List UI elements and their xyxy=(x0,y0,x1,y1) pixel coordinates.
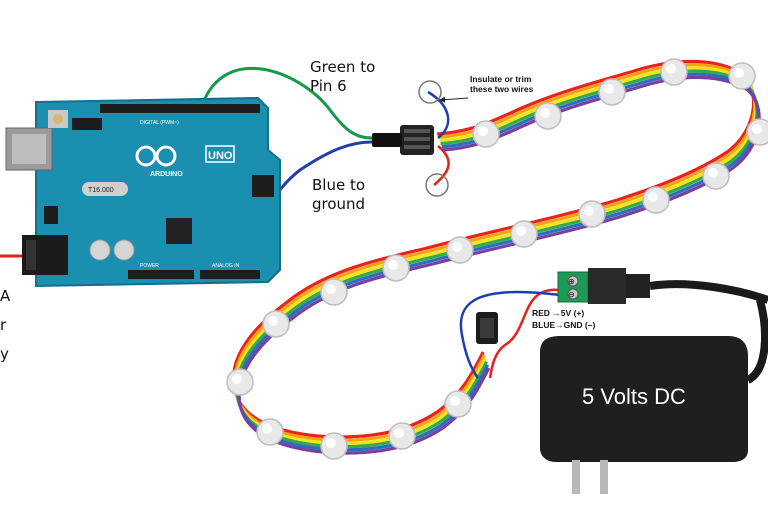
arduino-digital-text: DIGITAL (PWM~) xyxy=(140,120,179,126)
plug-prong-left xyxy=(572,460,580,494)
led-highlight xyxy=(452,242,462,252)
led-highlight xyxy=(516,226,526,236)
blue-trim-wire xyxy=(427,90,450,139)
arduino-board xyxy=(5,96,281,288)
led-highlight xyxy=(478,126,488,136)
plug-prong-right xyxy=(600,460,608,494)
led-highlight xyxy=(450,396,460,406)
arduino-brand-text: ARDUINO xyxy=(150,171,183,178)
led-highlight xyxy=(666,64,676,74)
green-signal-wire xyxy=(198,66,373,140)
led-highlight xyxy=(232,374,242,384)
blue-psu-wire xyxy=(459,290,561,379)
arduino-analog-text: ANALOG IN xyxy=(212,263,240,269)
led-highlight xyxy=(584,206,594,216)
left-partial-line-3: y xyxy=(0,345,9,363)
led-highlight xyxy=(648,192,658,202)
left-partial-label: A r y xyxy=(0,282,10,369)
strip-end-connector xyxy=(476,312,498,344)
power-header xyxy=(128,270,194,279)
jst-connector xyxy=(372,125,434,155)
left-partial-line-2: r xyxy=(0,316,7,334)
blue-to-ground-line-2: ground xyxy=(312,195,366,213)
blue-to-ground-line-1: Blue to xyxy=(312,176,366,194)
insulate-line-2: these two wires xyxy=(470,84,534,94)
dc-screw-terminal xyxy=(557,268,768,304)
led-highlight xyxy=(268,316,278,326)
green-to-pin-line-2: Pin 6 xyxy=(310,77,347,95)
green-to-pin-line-1: Green to xyxy=(310,58,376,76)
blue-gnd-label: BLUE→GND (–) xyxy=(532,320,596,330)
insulate-pointer-arrow xyxy=(439,96,469,103)
power-supply-label: 5 Volts DC xyxy=(582,384,686,409)
arduino-power-text: POWER xyxy=(140,263,159,269)
microcontroller-chip xyxy=(166,218,192,244)
led-highlight xyxy=(388,260,398,270)
terminal-minus-symbol: ⊖ xyxy=(568,290,575,299)
led-highlight xyxy=(540,108,550,118)
insulate-label: Insulate or trim these two wires xyxy=(470,74,533,94)
arduino-infinity-logo xyxy=(135,145,177,167)
led-highlight xyxy=(708,168,718,178)
left-partial-line-1: A xyxy=(0,287,11,305)
led-highlight xyxy=(394,428,404,438)
capacitor-2 xyxy=(113,239,135,261)
red-psu-wire xyxy=(488,288,561,379)
arduino-model-text: UNO xyxy=(208,150,233,162)
blue-to-ground-label: Blue to ground xyxy=(312,176,365,214)
digital-header xyxy=(100,104,260,113)
red-trim-wire xyxy=(433,145,450,186)
insulate-circle-top xyxy=(418,80,442,104)
insulate-line-1: Insulate or trim xyxy=(470,74,532,84)
insulate-circle-bottom xyxy=(425,173,449,197)
green-to-pin-label: Green to Pin 6 xyxy=(310,58,375,96)
terminal-plus-symbol: ⊕ xyxy=(568,277,575,286)
power-supply xyxy=(540,298,768,494)
led-group xyxy=(226,58,768,460)
led-highlight xyxy=(326,284,336,294)
led-highlight xyxy=(262,424,272,434)
led-highlight xyxy=(734,68,744,78)
arduino-crystal-text: T16.000 xyxy=(88,187,114,194)
led-highlight xyxy=(604,84,614,94)
led-highlight xyxy=(752,124,762,134)
capacitor-1 xyxy=(89,239,111,261)
analog-header xyxy=(200,270,260,279)
icsp-header xyxy=(252,175,274,197)
crystal xyxy=(82,182,128,196)
red-5v-label: RED →5V (+) xyxy=(532,308,585,318)
led-highlight xyxy=(326,438,336,448)
